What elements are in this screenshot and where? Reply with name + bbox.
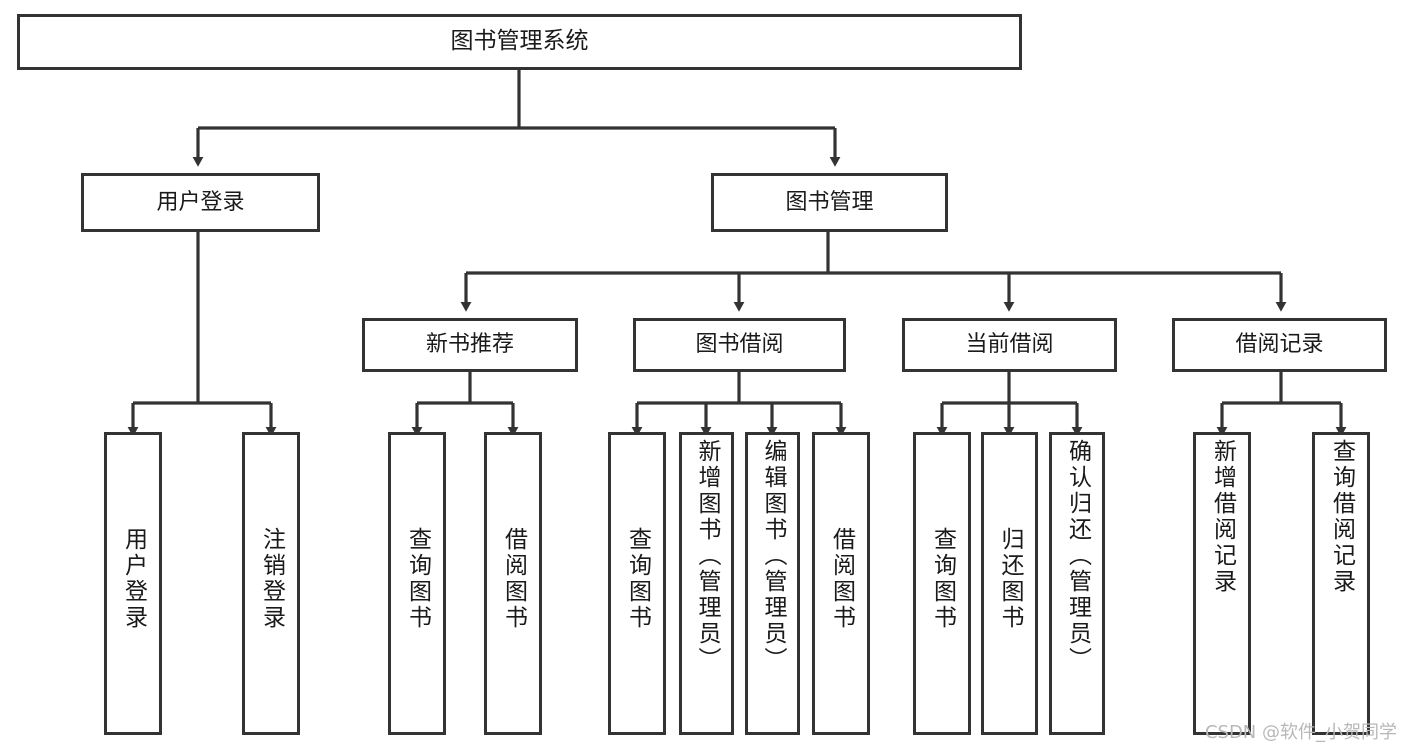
node-label: 查询图书 xyxy=(624,527,651,631)
node-label: 图书管理 xyxy=(785,189,874,215)
node-leaf-edit-book-admin[interactable]: 编辑图书（管理员） xyxy=(745,432,800,735)
node-root-system[interactable]: 图书管理系统 xyxy=(17,14,1022,70)
watermark-text: CSDN @软件_小贺同学 xyxy=(1204,722,1397,743)
node-leaf-query-book-borrow[interactable]: 查询图书 xyxy=(608,432,666,735)
node-leaf-add-book-admin[interactable]: 新增图书（管理员） xyxy=(679,432,734,735)
node-leaf-logout[interactable]: 注销登录 xyxy=(242,432,300,735)
node-label: 查询借阅记录 xyxy=(1328,439,1355,595)
node-book-borrow[interactable]: 图书借阅 xyxy=(633,318,846,372)
node-leaf-query-borrow-record[interactable]: 查询借阅记录 xyxy=(1312,432,1370,735)
node-label: 注销登录 xyxy=(258,527,285,631)
node-label: 用户登录 xyxy=(120,527,147,631)
node-label: 用户登录 xyxy=(156,189,245,215)
node-label: 图书管理系统 xyxy=(450,28,589,55)
node-label: 归还图书 xyxy=(997,527,1023,631)
node-label: 确认归还（管理员） xyxy=(1064,439,1091,673)
node-leaf-user-login[interactable]: 用户登录 xyxy=(104,432,162,735)
node-new-book-recommend[interactable]: 新书推荐 xyxy=(362,318,578,372)
node-label: 查询图书 xyxy=(404,527,431,631)
node-label: 查询图书 xyxy=(929,527,956,631)
node-leaf-confirm-return-admin[interactable]: 确认归还（管理员） xyxy=(1049,432,1105,735)
node-label: 借阅记录 xyxy=(1235,332,1324,358)
node-label: 借阅图书 xyxy=(500,527,527,631)
node-leaf-query-book-current[interactable]: 查询图书 xyxy=(913,432,971,735)
node-leaf-return-book[interactable]: 归还图书 xyxy=(981,432,1038,735)
node-label: 当前借阅 xyxy=(965,332,1054,358)
node-label: 新书推荐 xyxy=(425,332,514,358)
node-leaf-add-borrow-record[interactable]: 新增借阅记录 xyxy=(1193,432,1251,735)
node-user-login[interactable]: 用户登录 xyxy=(81,173,320,232)
node-label: 新增借阅记录 xyxy=(1209,439,1236,595)
node-book-management[interactable]: 图书管理 xyxy=(711,173,948,232)
node-label: 图书借阅 xyxy=(695,332,784,358)
node-leaf-borrow-book-recommend[interactable]: 借阅图书 xyxy=(484,432,542,735)
node-leaf-borrow-book[interactable]: 借阅图书 xyxy=(812,432,870,735)
node-label: 借阅图书 xyxy=(828,527,855,631)
node-label: 编辑图书（管理员） xyxy=(760,439,786,673)
node-current-borrow[interactable]: 当前借阅 xyxy=(902,318,1117,372)
node-label: 新增图书（管理员） xyxy=(694,439,720,673)
node-borrow-record[interactable]: 借阅记录 xyxy=(1172,318,1387,372)
node-leaf-query-book-recommend[interactable]: 查询图书 xyxy=(388,432,446,735)
